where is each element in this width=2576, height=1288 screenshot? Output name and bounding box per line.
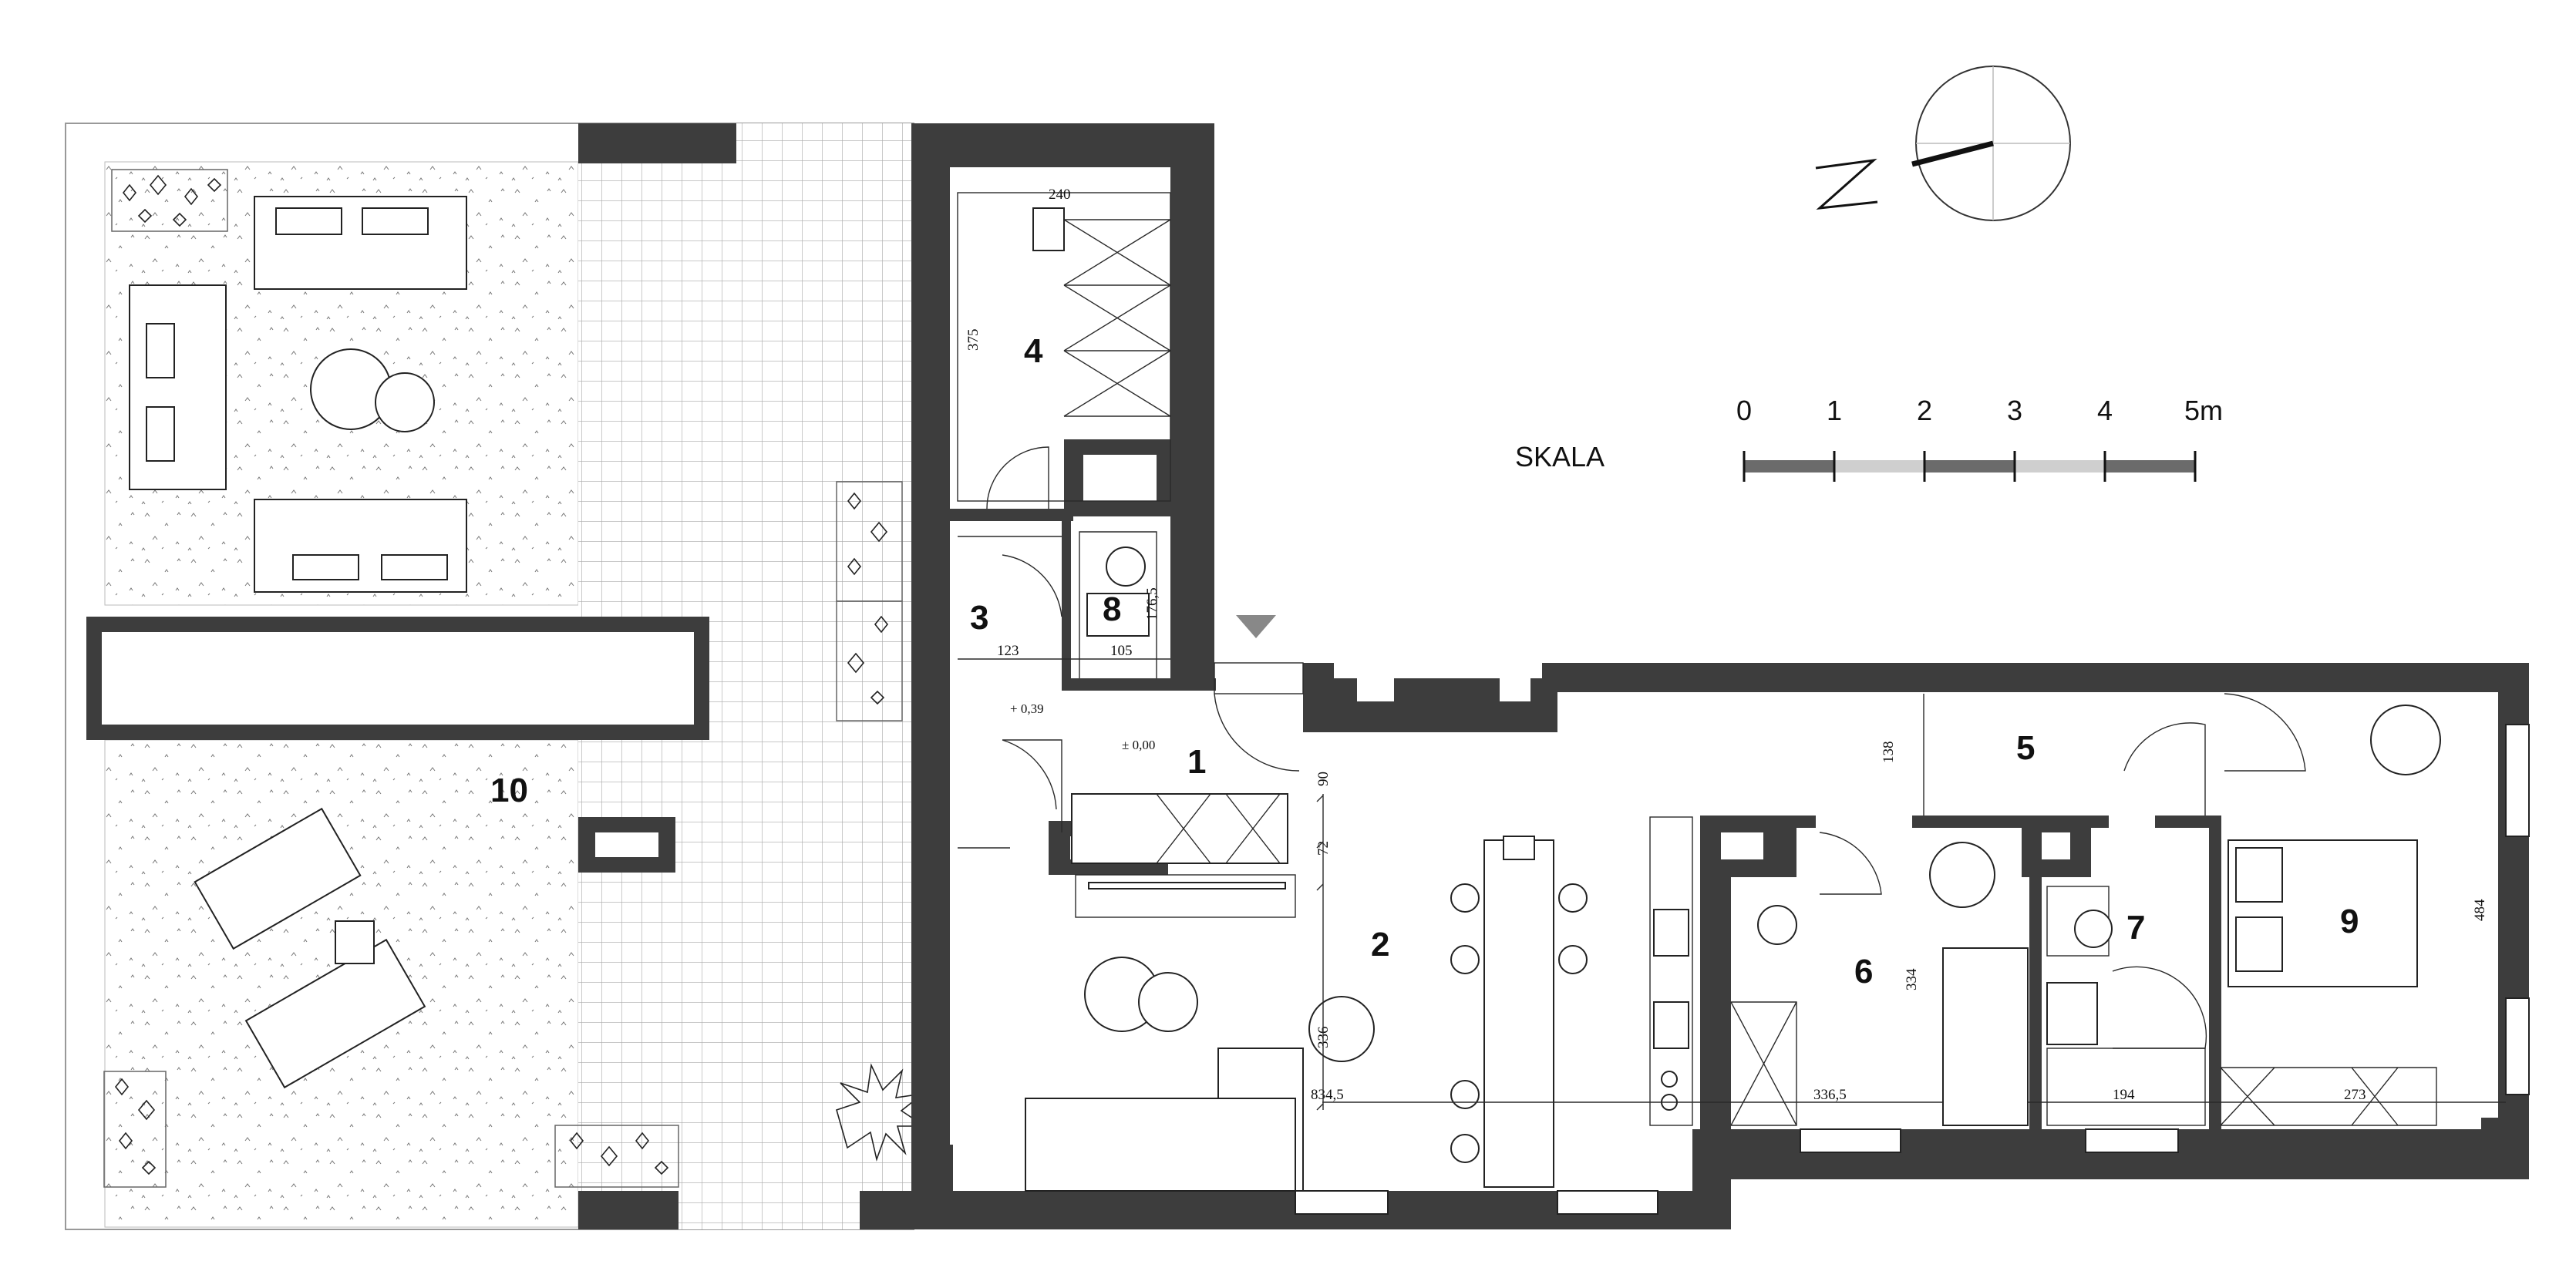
sun-loungers <box>194 807 426 1089</box>
scale-segment <box>1834 460 1924 472</box>
scale-segment <box>2105 460 2195 472</box>
dim-336-5: 336,5 <box>1813 1087 1847 1103</box>
room-label-3: 3 <box>970 599 988 637</box>
room-label-2: 2 <box>1371 926 1389 963</box>
scale-segment <box>2015 460 2105 472</box>
level-marker-039: + 0,39 <box>1010 701 1044 716</box>
scale-tick-label: 0 <box>1736 395 1752 426</box>
scale-tick-label: 1 <box>1827 395 1842 426</box>
room-label-5: 5 <box>2016 729 2035 767</box>
dim-375: 375 <box>965 329 982 351</box>
walls <box>860 123 2530 1229</box>
room-labels: 4 3 8 1 2 5 6 7 9 10 <box>490 332 2359 990</box>
dim-123: 123 <box>997 643 1019 659</box>
dim-176-5: 176,5 <box>1144 587 1160 620</box>
dim-105: 105 <box>1110 643 1133 659</box>
dimension-labels: 240 375 176,5 123 105 138 90 72 336 834,… <box>965 187 2488 1111</box>
room-label-6: 6 <box>1854 953 1873 990</box>
scale-bar: SKALA 0 1 2 3 4 5m <box>1515 395 2223 482</box>
scale-tick-label: 4 <box>2097 395 2113 426</box>
terrace <box>65 123 927 1230</box>
scale-tick-label: 3 <box>2007 395 2022 426</box>
level-marker-000: ± 0,00 <box>1122 738 1155 752</box>
scale-title: SKALA <box>1515 441 1605 472</box>
dim-240: 240 <box>1049 187 1071 203</box>
room-label-4: 4 <box>1024 332 1043 370</box>
scale-segment <box>1924 460 2015 472</box>
interior-lines <box>957 192 2506 1192</box>
room-label-1: 1 <box>1187 743 1206 781</box>
north-arrow-icon <box>1815 158 1878 210</box>
room-label-10: 10 <box>490 772 528 809</box>
scale-tick-label: 5m <box>2184 395 2223 426</box>
scale-segment <box>1744 460 1834 472</box>
north-compass <box>1815 66 2071 221</box>
dim-138: 138 <box>1881 742 1897 764</box>
room-label-7: 7 <box>2126 909 2145 947</box>
planters-terrace <box>103 169 927 1188</box>
dim-334: 334 <box>1904 968 1920 990</box>
dim-273: 273 <box>2344 1087 2366 1103</box>
dim-484: 484 <box>2472 899 2488 921</box>
level-markers: + 0,39 ± 0,00 <box>1010 701 1155 752</box>
sofa-group-top <box>129 196 467 593</box>
scale-tick-label: 2 <box>1917 395 1932 426</box>
room-label-9: 9 <box>2340 903 2359 940</box>
room-label-8: 8 <box>1103 590 1121 628</box>
entrance-marker-icon <box>1236 615 1276 638</box>
dim-194: 194 <box>2113 1087 2135 1103</box>
dim-834-5: 834,5 <box>1311 1087 1344 1103</box>
dim-90: 90 <box>1315 772 1332 786</box>
